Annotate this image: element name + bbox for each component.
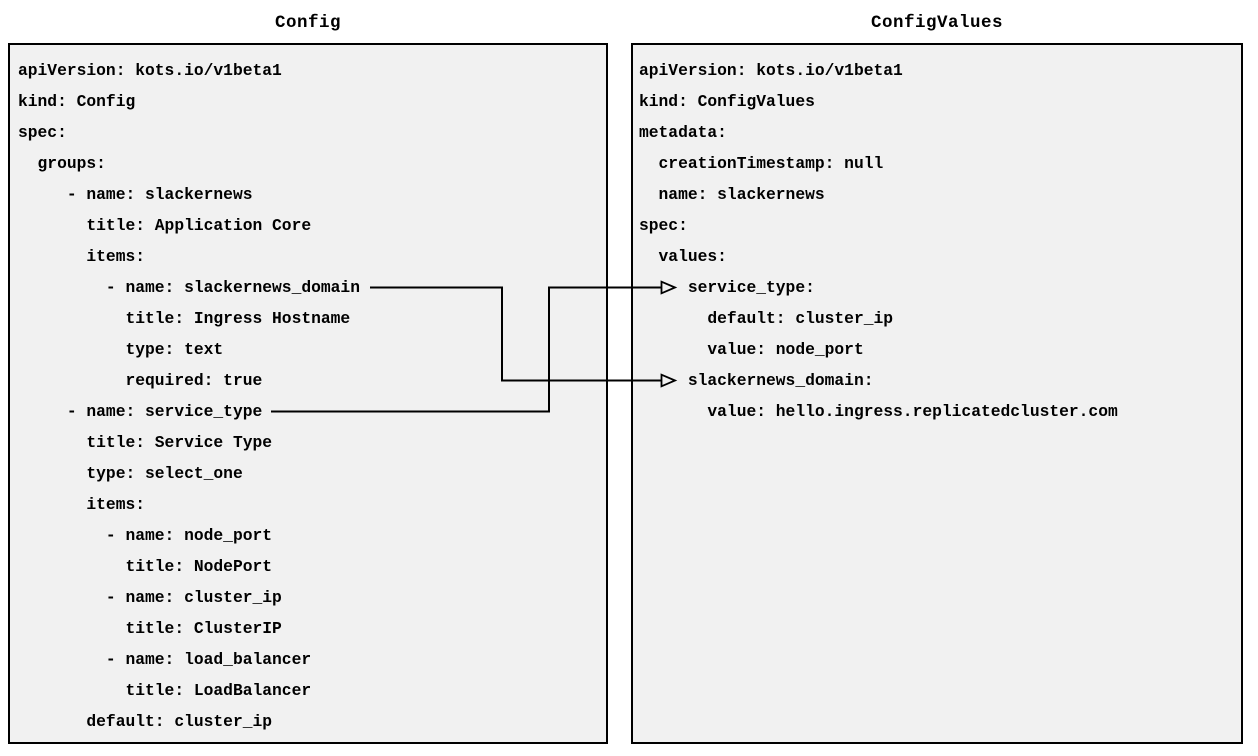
yaml-line: spec: [18, 123, 67, 142]
yaml-line: value: hello.ingress.replicatedcluster.c… [639, 402, 1118, 421]
yaml-line: - name: slackernews_domain [18, 278, 360, 297]
configvalues-panel: apiVersion: kots.io/v1beta1 kind: ConfigV… [631, 43, 1243, 744]
yaml-line: apiVersion: kots.io/v1beta1 [18, 61, 282, 80]
config-panel-title: Config [274, 13, 341, 33]
config-yaml-code: apiVersion: kots.io/v1beta1 kind: Config s… [10, 55, 606, 737]
yaml-line: items: [18, 495, 146, 514]
yaml-line: default: cluster_ip [18, 712, 273, 731]
yaml-line: values: [639, 247, 727, 266]
yaml-line: metadata: [639, 123, 727, 142]
yaml-line: title: Ingress Hostname [18, 309, 351, 328]
yaml-line: - name: node_port [18, 526, 273, 545]
yaml-line: name: slackernews [639, 185, 825, 204]
yaml-line: - name: slackernews [18, 185, 253, 204]
configvalues-yaml-code: apiVersion: kots.io/v1beta1 kind: ConfigV… [633, 55, 1241, 427]
yaml-line: required: true [18, 371, 263, 390]
yaml-line: kind: ConfigValues [639, 92, 815, 111]
yaml-line: title: Application Core [18, 216, 312, 235]
yaml-line: groups: [18, 154, 106, 173]
yaml-line: - name: service_type [18, 402, 263, 421]
yaml-line: slackernews_domain: [639, 371, 874, 390]
yaml-line: apiVersion: kots.io/v1beta1 [639, 61, 903, 80]
configvalues-panel-title: ConfigValues [870, 13, 1004, 33]
yaml-line: type: text [18, 340, 224, 359]
yaml-line: - name: load_balancer [18, 650, 312, 669]
yaml-line: - name: cluster_ip [18, 588, 282, 607]
yaml-line: value: node_port [639, 340, 864, 359]
yaml-line: title: NodePort [18, 557, 273, 576]
yaml-line: service_type: [639, 278, 815, 297]
yaml-line: kind: Config [18, 92, 136, 111]
config-panel: apiVersion: kots.io/v1beta1 kind: Config s… [8, 43, 608, 744]
yaml-line: default: cluster_ip [639, 309, 894, 328]
yaml-line: spec: [639, 216, 688, 235]
yaml-line: title: ClusterIP [18, 619, 282, 638]
yaml-line: items: [18, 247, 146, 266]
yaml-line: title: Service Type [18, 433, 273, 452]
yaml-line: creationTimestamp: null [639, 154, 884, 173]
yaml-line: type: select_one [18, 464, 243, 483]
yaml-line: title: LoadBalancer [18, 681, 312, 700]
